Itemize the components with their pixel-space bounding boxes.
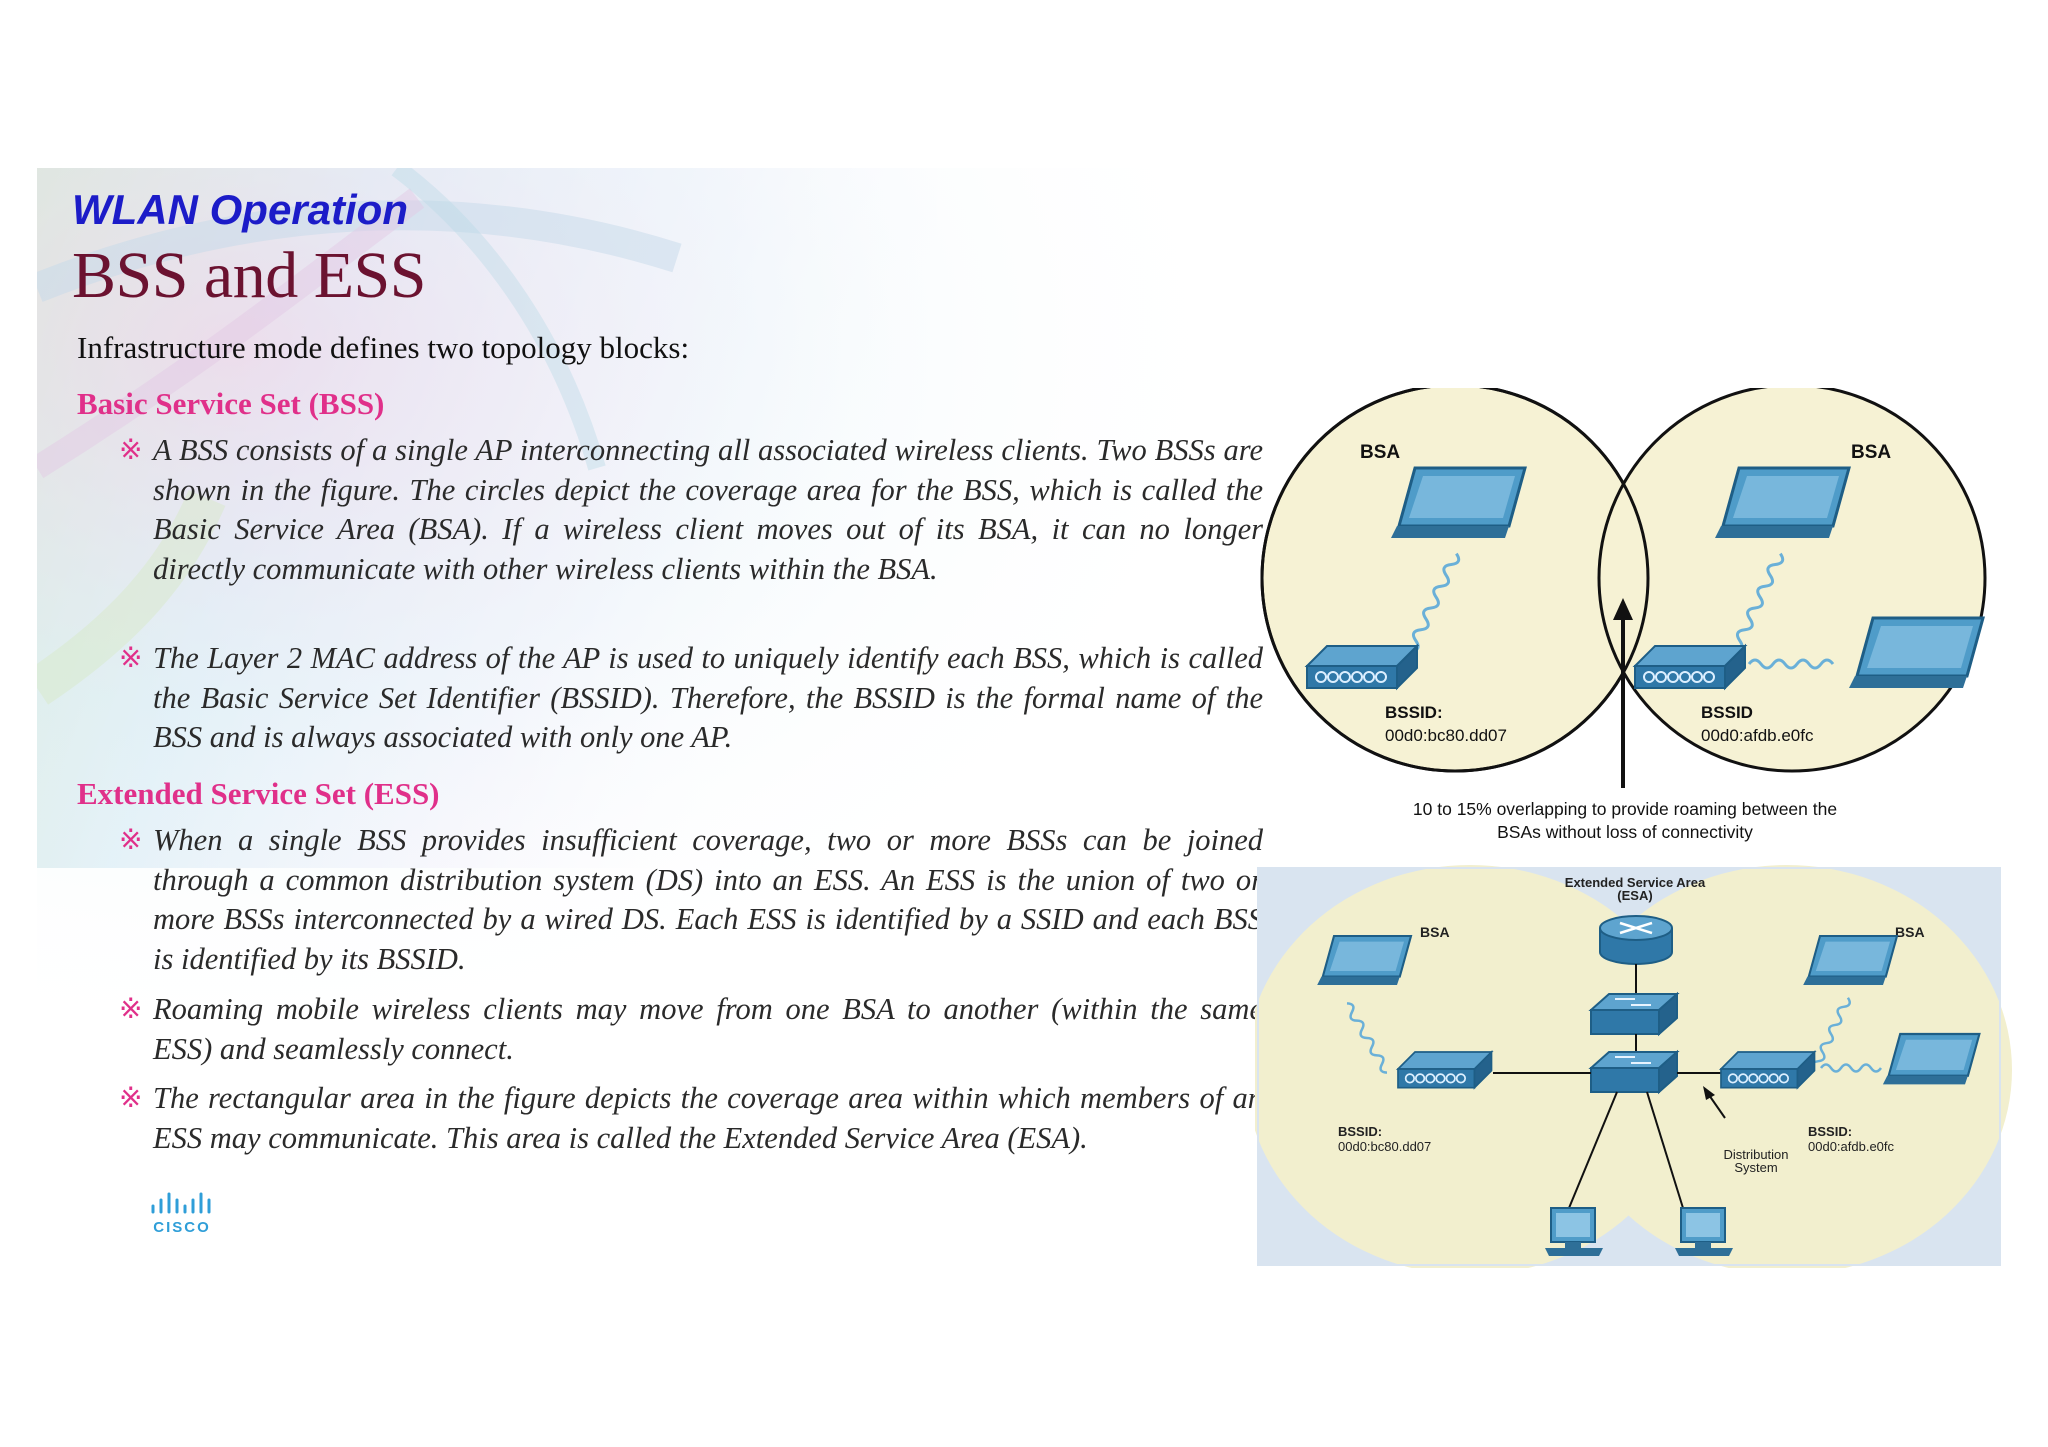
laptop-icon [1316,934,1413,987]
wireless-link-icon [1346,1002,1388,1074]
access-point-icon [1720,1051,1816,1089]
pc-icon [1674,1207,1734,1257]
bullet-bssid: ※ The Layer 2 MAC address of the AP is u… [119,639,1263,758]
bullet-bss-definition: ※ A BSS consists of a single AP intercon… [119,431,1263,589]
ds-label-line1: Distribution [1723,1147,1788,1162]
section-heading-bss: Basic Service Set (BSS) [77,386,385,421]
bullet-text: Roaming mobile wireless clients may move… [153,992,1263,1066]
background-decoration [37,168,1337,1068]
esa-label-line1: Extended Service Area [1565,875,1706,890]
laptop-icon [1389,466,1527,540]
wireless-link-icon [1747,658,1835,670]
overlap-caption-line1: 10 to 15% overlapping to provide roaming… [1413,799,1837,819]
bssid-left-label: BSSID: [1385,703,1443,722]
bullet-text: When a single BSS provides insufficient … [153,823,1263,976]
cisco-logo-icon: CISCO [151,1192,211,1236]
laptop-icon [1881,1032,1981,1086]
pc-icon [1544,1207,1604,1257]
bssid-right-value: 00d0:afdb.e0fc [1701,726,1814,745]
bsa-left-circle [1260,388,1650,773]
esa-label-line2: (ESA) [1617,888,1652,903]
bullet-esa: ※ The rectangular area in the figure dep… [119,1079,1263,1158]
bssid-right-label: BSSID [1701,703,1753,722]
ess-bssid-right-value: 00d0:afdb.e0fc [1808,1139,1895,1154]
access-point-icon [1397,1051,1493,1089]
section-heading-ess: Extended Service Set (ESS) [77,776,440,811]
access-point-icon [1306,645,1418,689]
slide-subtitle: WLAN Operation [72,186,408,233]
bss-ess-figure: BSA BSA BSSID: 00d0:bc80.dd07 BSSID 00d0… [1255,388,2012,1268]
bullet-text: The Layer 2 MAC address of the AP is use… [153,641,1263,754]
bullet-roaming: ※ Roaming mobile wireless clients may mo… [119,990,1263,1069]
overlap-caption-line2: BSAs without loss of connectivity [1497,822,1753,842]
access-point-icon [1634,645,1746,689]
bullet-marker: ※ [119,825,143,856]
bsa-right-circle [1597,388,1987,773]
laptop-icon [1847,616,1985,690]
wireless-link-icon [1819,1063,1883,1073]
bullet-text: The rectangular area in the figure depic… [153,1081,1263,1155]
ds-pointer [1708,1094,1726,1119]
slide: WLAN Operation BSS and ESS Infrastructur… [37,168,2012,1280]
intro-text: Infrastructure mode defines two topology… [77,330,690,365]
bullet-marker: ※ [119,994,143,1025]
switch-icon [1590,993,1678,1035]
bullet-marker: ※ [119,435,143,466]
bsa-right-label: BSA [1851,442,1891,463]
ess-bsa-left-label: BSA [1420,924,1450,940]
bullet-text: A BSS consists of a single AP interconne… [153,433,1263,586]
bsa-left-label: BSA [1360,442,1400,463]
wireless-link-icon [1734,552,1785,653]
wireless-link-icon [1410,552,1461,653]
laptop-icon [1802,934,1899,987]
switch-icon [1590,1051,1678,1093]
bullet-marker: ※ [119,1083,143,1114]
bssid-left-value: 00d0:bc80.dd07 [1385,726,1507,745]
ess-bssid-right-label: BSSID: [1808,1124,1852,1139]
bullet-ess-definition: ※ When a single BSS provides insufficien… [119,821,1263,979]
ess-bssid-left-value: 00d0:bc80.dd07 [1338,1139,1431,1154]
ess-bssid-left-label: BSSID: [1338,1124,1382,1139]
slide-title: BSS and ESS [72,239,426,312]
router-icon [1599,915,1673,965]
ds-label-line2: System [1734,1160,1777,1175]
wireless-link-icon [1811,997,1851,1071]
laptop-icon [1713,466,1851,540]
cisco-logo-text: CISCO [153,1219,211,1236]
ess-bsa-right-label: BSA [1895,924,1925,940]
bullet-marker: ※ [119,643,143,674]
